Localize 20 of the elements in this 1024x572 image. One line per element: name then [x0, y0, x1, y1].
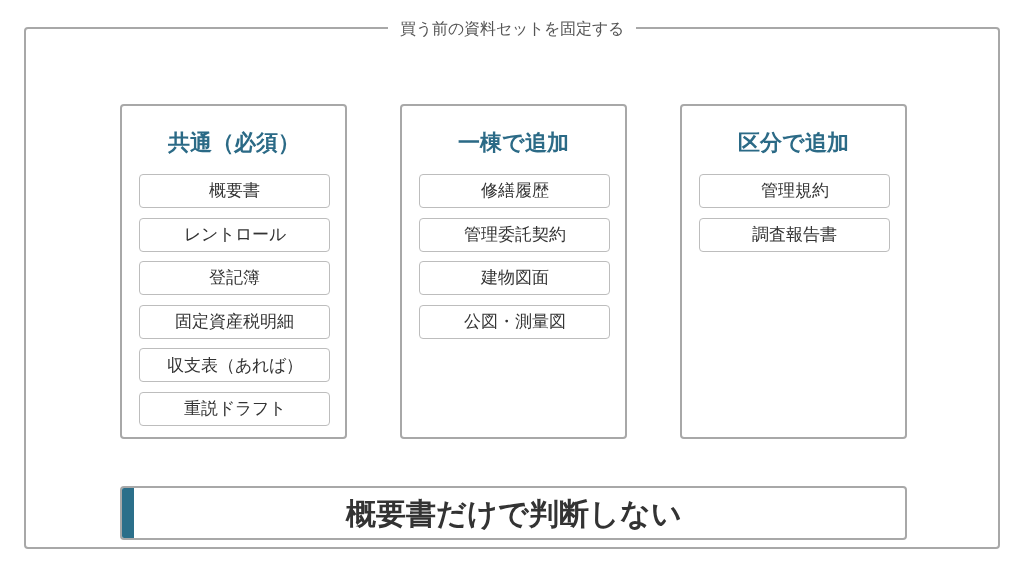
- category-panel: [680, 104, 907, 439]
- document-item-box: 調査報告書: [699, 217, 890, 252]
- panel-heading: 一棟で追加: [457, 129, 570, 157]
- document-item-box: 公図・測量図: [419, 304, 610, 339]
- category-panel: [400, 104, 627, 439]
- document-item-box: 管理委託契約: [419, 217, 610, 252]
- document-item-box: 管理規約: [699, 174, 890, 208]
- document-item-box: 固定資産税明細: [139, 304, 330, 339]
- document-item-box: 登記簿: [139, 261, 330, 296]
- document-item-box: 収支表（あれば）: [139, 348, 330, 383]
- document-item-box: 修繕履歴: [419, 174, 610, 208]
- panel-heading: 区分で追加: [737, 129, 850, 157]
- document-item-box: レントロール: [139, 217, 330, 252]
- document-item-box: 建物図面: [419, 261, 610, 296]
- document-item-box: 重説ドラフト: [139, 392, 330, 426]
- document-item-box: 概要書: [139, 174, 330, 208]
- panel-heading: 共通（必須）: [166, 129, 301, 157]
- category-panel: [120, 104, 347, 439]
- banner-text: 概要書だけで判断しない: [345, 494, 682, 533]
- conclusion-banner: [120, 486, 907, 540]
